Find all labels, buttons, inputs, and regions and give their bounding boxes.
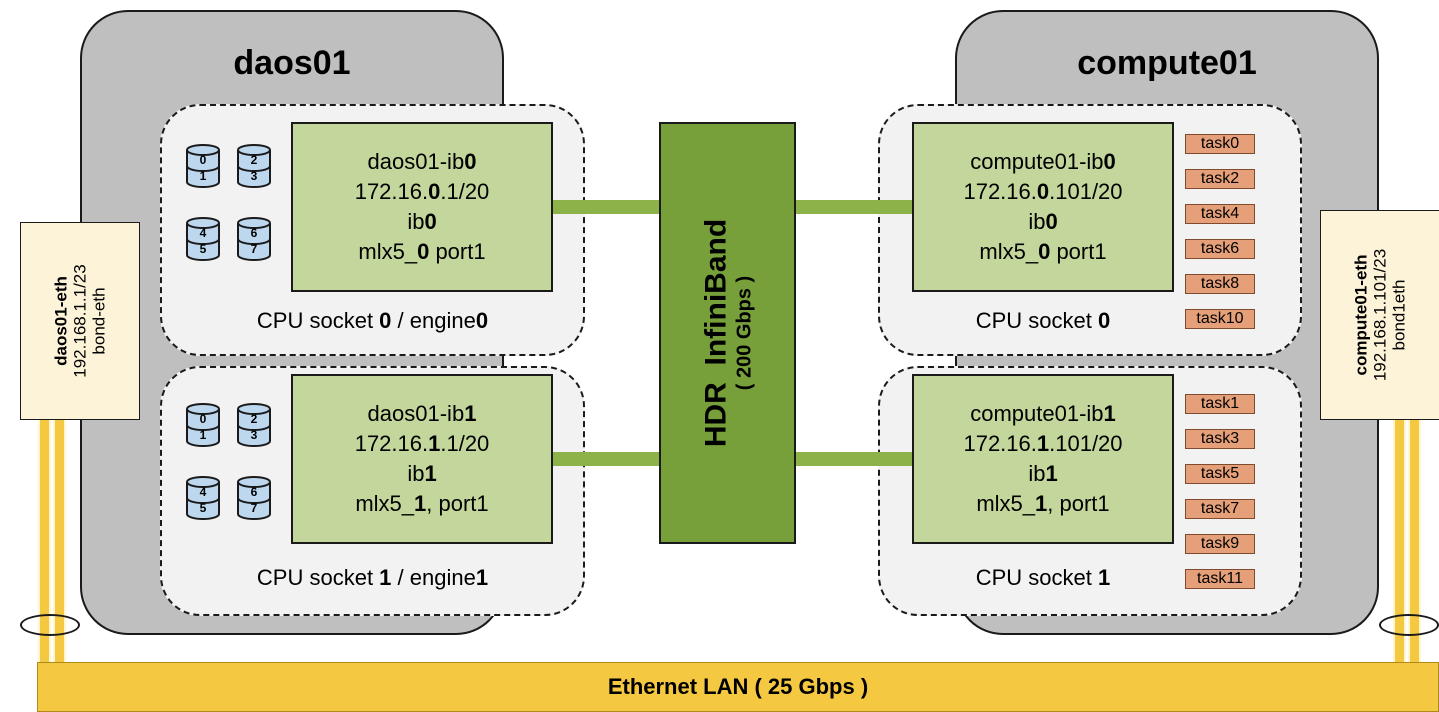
daos01-ib1-nic: daos01-ib1 172.16.1.1/20 ib1 mlx5_1, por…: [291, 374, 553, 544]
nic-device: mlx5_0 port1: [358, 239, 486, 264]
ib-link-compute-ib0: [795, 200, 912, 214]
nic-name: daos01-ib1: [367, 401, 477, 426]
nic-iface: ib1: [1028, 461, 1058, 486]
infiniband-switch: HDR InfiniBand ( 200 Gbps ): [659, 122, 796, 544]
nic-device: mlx5_0 port1: [979, 239, 1107, 264]
compute01-ib1-nic: compute01-ib1 172.16.1.101/20 ib1 mlx5_1…: [912, 374, 1174, 544]
eth-name: compute01-eth: [1351, 254, 1371, 376]
eth-iface: bond1eth: [1389, 279, 1409, 351]
nic-ip: 172.16.1.101/20: [963, 431, 1123, 456]
bond-ellipse-icon: [1379, 614, 1439, 636]
ethernet-lan: Ethernet LAN ( 25 Gbps ): [37, 662, 1439, 712]
socket-label: CPU socket 0 / engine0: [256, 308, 489, 333]
disk-label: 2: [251, 412, 258, 426]
task-block: task11: [1185, 569, 1255, 589]
compute01-ib0-nic: compute01-ib0 172.16.0.101/20 ib0 mlx5_0…: [912, 122, 1174, 292]
disk-label: 5: [200, 501, 207, 515]
task-block: task10: [1185, 309, 1255, 329]
task-block: task3: [1185, 429, 1255, 449]
eth-ip: 192.168.1.1/23: [70, 264, 90, 378]
eth-cable-compute: [1393, 420, 1406, 665]
disk-label: 7: [251, 501, 258, 515]
bond-ellipse-icon: [20, 614, 80, 636]
disk-label: 4: [200, 226, 207, 240]
compute01-eth-interface: compute01-eth 192.168.1.101/23 bond1eth: [1320, 210, 1439, 420]
disk-label: 3: [251, 428, 258, 442]
nic-name: daos01-ib0: [367, 149, 477, 174]
disk-label: 6: [251, 485, 258, 499]
ib-link-daos-ib1: [553, 452, 660, 466]
disk-label: 4: [200, 485, 207, 499]
disk-label: 2: [251, 153, 258, 167]
eth-cable-compute: [1408, 420, 1421, 665]
task-block: task6: [1185, 239, 1255, 259]
disk-label: 0: [200, 412, 207, 426]
task-block: task1: [1185, 394, 1255, 414]
nic-ip: 172.16.0.101/20: [963, 179, 1123, 204]
ib-link-daos-ib0: [553, 200, 660, 214]
disk-label: 1: [200, 169, 207, 183]
eth-cable-daos: [53, 420, 66, 665]
nic-iface: ib0: [407, 209, 437, 234]
task-block: task0: [1185, 134, 1255, 154]
eth-cable-daos: [38, 420, 51, 665]
socket-label: CPU socket 0: [975, 308, 1111, 333]
nic-iface: ib1: [407, 461, 437, 486]
socket-label: CPU socket 1 / engine1: [256, 565, 489, 590]
infiniband-switch-label: HDR InfiniBand ( 200 Gbps ): [699, 218, 755, 448]
daos01-title: daos01: [233, 44, 351, 82]
nic-iface: ib0: [1028, 209, 1058, 234]
nic-name: compute01-ib1: [970, 401, 1116, 426]
disk-label: 6: [251, 226, 258, 240]
socket-label: CPU socket 1: [975, 565, 1111, 590]
compute01-title: compute01: [1077, 44, 1257, 82]
eth-name: daos01-eth: [51, 276, 71, 366]
nic-ip: 172.16.1.1/20: [354, 431, 490, 456]
task-block: task9: [1185, 534, 1255, 554]
nic-device: mlx5_1, port1: [976, 491, 1110, 516]
disk-label: 0: [200, 153, 207, 167]
task-block: task7: [1185, 499, 1255, 519]
ib-link-compute-ib1: [795, 452, 912, 466]
eth-iface: bond-eth: [89, 287, 109, 355]
disk-label: 7: [251, 242, 258, 256]
nic-ip: 172.16.0.1/20: [354, 179, 490, 204]
daos01-eth-interface: daos01-eth 192.168.1.1/23 bond-eth: [20, 222, 140, 420]
task-block: task2: [1185, 169, 1255, 189]
disk-label: 3: [251, 169, 258, 183]
task-block: task4: [1185, 204, 1255, 224]
nic-device: mlx5_1, port1: [355, 491, 489, 516]
task-block: task8: [1185, 274, 1255, 294]
disk-label: 5: [200, 242, 207, 256]
nic-name: compute01-ib0: [970, 149, 1116, 174]
eth-ip: 192.168.1.101/23: [1370, 248, 1390, 382]
daos01-ib0-nic: daos01-ib0 172.16.0.1/20 ib0 mlx5_0 port…: [291, 122, 553, 292]
disk-label: 1: [200, 428, 207, 442]
task-block: task5: [1185, 464, 1255, 484]
